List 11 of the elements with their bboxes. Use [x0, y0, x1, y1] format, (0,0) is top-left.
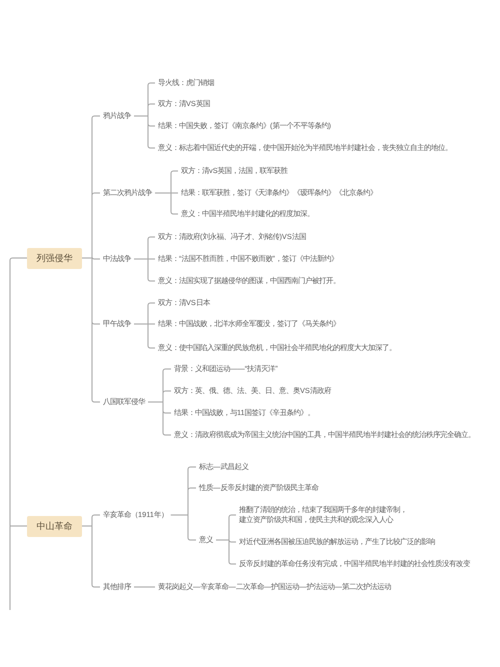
connector-line	[82, 258, 100, 402]
connector-line	[148, 402, 172, 436]
connector-line	[154, 192, 178, 214]
connector-line	[10, 258, 28, 610]
topic-box: 中山革命	[27, 516, 82, 536]
connector-line	[134, 586, 156, 588]
connector-line	[134, 258, 156, 282]
topic-box: 列强侵华	[27, 248, 82, 268]
connector-line	[216, 540, 236, 564]
connector-line	[170, 514, 196, 540]
connector-line	[134, 116, 156, 148]
